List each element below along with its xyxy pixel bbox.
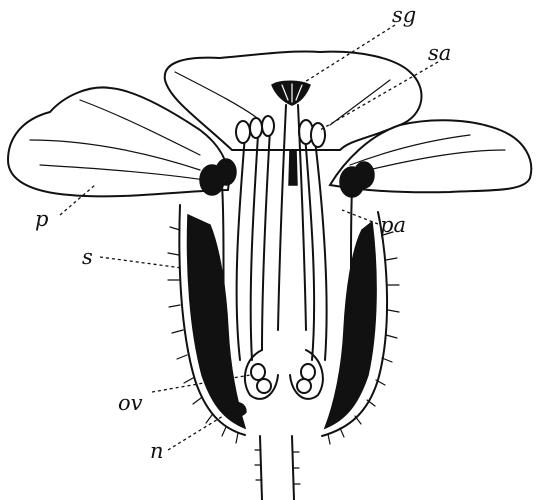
label-pa: pa xyxy=(380,213,406,237)
anther-center-left-3 xyxy=(262,116,274,136)
label-sa: sa xyxy=(428,41,451,65)
anther-right-dark-2 xyxy=(354,162,374,188)
label-n: n xyxy=(150,439,164,463)
anther-center-left-2 xyxy=(250,118,262,138)
label-s: s xyxy=(82,245,93,269)
ovule-left-1 xyxy=(251,364,265,380)
anther-left-dark-2 xyxy=(216,159,236,185)
anther-center-right-2 xyxy=(311,123,325,147)
calyx xyxy=(168,205,399,444)
label-sg: sg xyxy=(392,3,416,27)
ovule-right-2 xyxy=(297,379,311,393)
pedicel xyxy=(255,436,300,500)
label-p: p xyxy=(35,207,48,231)
ovule-left-2 xyxy=(257,379,271,393)
ovule-right-1 xyxy=(301,364,315,380)
label-ov: ov xyxy=(118,391,143,415)
anther-center-left-1 xyxy=(236,121,250,143)
